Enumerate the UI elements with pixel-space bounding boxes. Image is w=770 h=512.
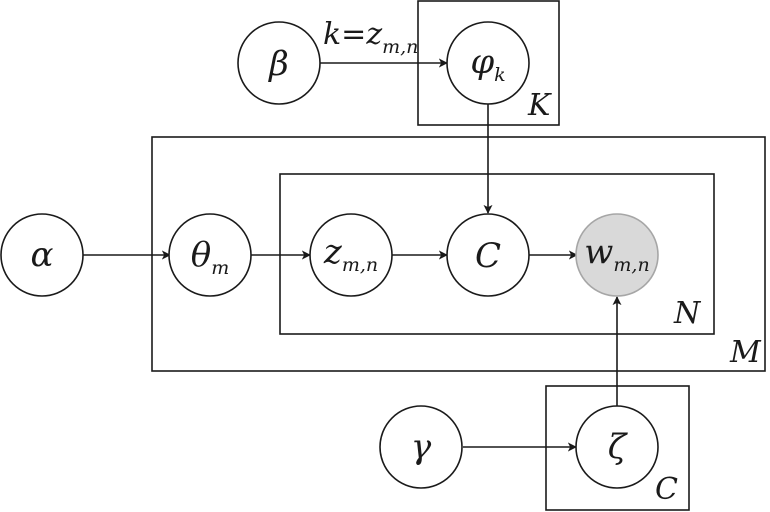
node-w: wm,n — [575, 213, 659, 297]
node-z-label: zm,n — [323, 232, 378, 276]
plate-c-label: C — [655, 472, 678, 507]
plate-n: N — [279, 173, 715, 335]
node-phi-label: φk — [470, 42, 505, 86]
plate-k-label: K — [527, 88, 552, 123]
node-theta: θm — [168, 213, 252, 297]
plate-m: M — [151, 136, 766, 372]
node-gamma: γ — [379, 405, 463, 489]
node-theta-label: θm — [191, 235, 230, 279]
node-beta: β — [237, 21, 321, 105]
node-beta-label: β — [267, 44, 289, 84]
node-zeta: ζ — [575, 405, 659, 489]
plate-n-label: N — [673, 296, 702, 331]
node-gamma-label: γ — [411, 427, 432, 467]
node-alpha-label: α — [31, 235, 54, 275]
node-zeta-label: ζ — [608, 427, 629, 467]
node-c: C — [446, 213, 530, 297]
plate-m-label: M — [729, 335, 762, 370]
node-alpha: α — [0, 213, 84, 297]
edge-beta-phi-label: k=zm,n — [323, 17, 418, 58]
node-z: zm,n — [309, 213, 393, 297]
node-w-label: wm,n — [584, 232, 649, 276]
node-c-label: C — [475, 236, 501, 276]
node-phi: φk — [446, 21, 530, 105]
